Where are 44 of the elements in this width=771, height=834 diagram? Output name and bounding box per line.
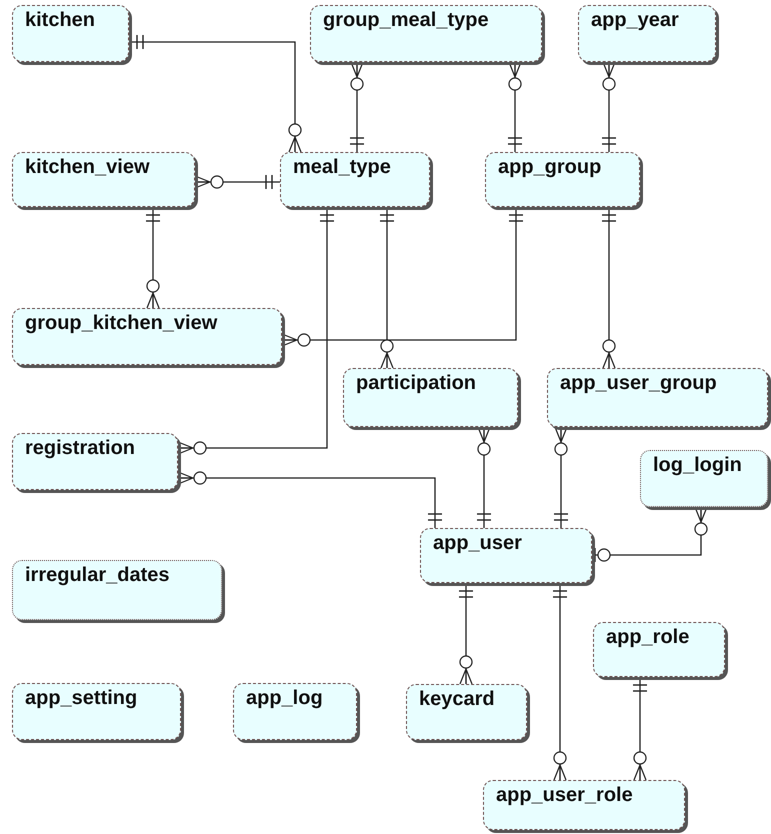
entity-box <box>485 152 640 207</box>
entity-box <box>640 450 768 507</box>
entity-box <box>12 308 282 365</box>
entity-box <box>547 368 768 427</box>
entity-name: irregular_dates <box>25 563 170 587</box>
entity-box <box>233 683 357 740</box>
entity-name: kitchen_view <box>25 155 150 179</box>
entity-box <box>12 433 178 490</box>
entity-box <box>406 684 527 740</box>
relationship-line <box>633 677 647 781</box>
entity-box <box>483 780 685 830</box>
entity-box <box>343 368 518 427</box>
entity-name: keycard <box>419 687 495 711</box>
relationship-line <box>553 583 567 781</box>
entity-name: group_meal_type <box>323 8 489 32</box>
entity-box <box>280 152 430 207</box>
entity-name: app_role <box>606 625 690 649</box>
relationship-line <box>602 207 616 369</box>
entity-box <box>12 5 129 62</box>
relationship-line <box>146 207 160 309</box>
entity-name: kitchen <box>25 8 96 32</box>
entity-box <box>12 560 222 620</box>
relationship-line <box>459 583 473 685</box>
entity-name: app_user_group <box>560 371 717 395</box>
entity-box <box>12 152 195 207</box>
entity-name: app_year <box>591 8 679 32</box>
entity-name: meal_type <box>293 155 391 179</box>
entity-name: app_log <box>246 686 323 710</box>
entity-box <box>12 683 181 740</box>
entity-name: log_login <box>653 453 742 477</box>
entity-box <box>310 5 542 62</box>
entity-box <box>593 622 725 677</box>
entity-name: group_kitchen_view <box>25 311 218 335</box>
entity-name: participation <box>356 371 476 395</box>
entity-name: registration <box>25 436 136 460</box>
entity-name: app_user_role <box>496 783 633 807</box>
entity-name: app_user <box>433 531 522 555</box>
entity-name: app_group <box>498 155 602 179</box>
relationship-line <box>380 207 394 369</box>
entity-box <box>578 5 716 62</box>
relationship-line <box>129 35 302 153</box>
entity-box <box>420 528 592 583</box>
entity-name: app_setting <box>25 686 138 710</box>
relationship-line <box>554 426 568 528</box>
